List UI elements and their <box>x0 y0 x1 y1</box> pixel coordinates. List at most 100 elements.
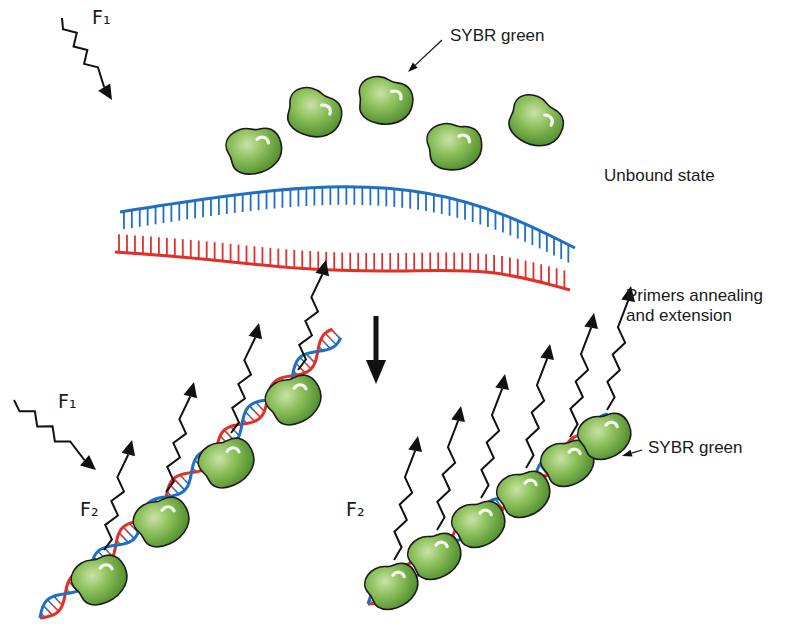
symbol-label: F₁ <box>92 6 111 29</box>
base-tick <box>493 255 495 273</box>
base-tick <box>461 253 463 271</box>
base-tick <box>242 194 244 212</box>
base-tick <box>377 188 379 206</box>
base-tick <box>429 253 431 271</box>
base-tick <box>147 208 149 226</box>
base-tick <box>485 254 487 272</box>
arrow-head <box>622 450 633 457</box>
base-tick <box>290 189 292 207</box>
base-tick <box>277 249 279 267</box>
base-tick <box>118 234 120 252</box>
base-tick <box>333 252 335 270</box>
base-tick <box>361 187 363 205</box>
base-tick <box>305 188 307 206</box>
process-arrow <box>374 316 379 362</box>
base-tick <box>393 189 395 207</box>
base-tick <box>163 205 165 223</box>
base-tick <box>321 187 323 205</box>
arrow-head <box>122 440 136 456</box>
sybr-molecule <box>127 486 198 556</box>
base-tick <box>282 190 284 208</box>
base-tick <box>525 261 527 279</box>
arrow-head <box>316 260 330 276</box>
base-tick <box>182 239 184 257</box>
base-tick <box>441 196 443 214</box>
base-tick <box>456 200 458 218</box>
light-ray <box>394 451 415 560</box>
base-tick <box>158 237 160 255</box>
arrow-head <box>184 382 198 398</box>
dna-strand <box>115 252 570 290</box>
base-tick <box>222 243 224 261</box>
base-tick <box>502 215 504 233</box>
base-tick <box>274 191 276 209</box>
leader-line <box>415 40 442 65</box>
sybr-molecule <box>359 77 412 125</box>
base-tick <box>301 250 303 268</box>
base-tick <box>214 242 216 260</box>
base-tick <box>381 253 383 271</box>
base-tick <box>417 192 419 210</box>
base-tick <box>509 257 511 275</box>
base-tick <box>218 197 220 215</box>
base-tick <box>317 251 319 269</box>
arrow-head <box>249 323 263 339</box>
base-tick <box>250 193 252 211</box>
arrow-head <box>366 360 386 384</box>
symbol-label: F₂ <box>80 498 99 521</box>
base-tick <box>479 206 481 224</box>
sybr-molecule <box>572 402 639 467</box>
sybr-molecule <box>259 364 330 434</box>
base-tick <box>266 191 268 209</box>
base-tick <box>464 202 466 220</box>
base-tick <box>131 210 133 228</box>
base-tick <box>190 240 192 258</box>
base-tick <box>445 252 447 270</box>
base-tick <box>517 259 519 277</box>
base-tick <box>126 235 128 253</box>
base-tick <box>210 198 212 216</box>
base-tick <box>150 237 152 255</box>
base-tick <box>477 253 479 271</box>
base-tick <box>425 193 427 211</box>
base-tick <box>385 188 387 206</box>
base-tick <box>341 252 343 270</box>
base-tick <box>198 241 200 259</box>
base-tick <box>357 253 359 271</box>
arrow-head <box>80 455 96 470</box>
base-tick <box>560 241 562 259</box>
sybr-molecule <box>504 90 570 153</box>
base-tick <box>238 245 240 263</box>
base-tick <box>437 252 439 270</box>
arrow-head <box>408 436 422 452</box>
base-tick <box>349 253 351 271</box>
base-tick <box>258 192 260 210</box>
light-ray <box>166 397 190 492</box>
base-tick <box>472 204 474 222</box>
base-tick <box>546 234 548 252</box>
base-tick <box>234 195 236 213</box>
base-tick <box>553 237 555 255</box>
base-tick <box>369 187 371 205</box>
base-tick <box>539 230 541 248</box>
light-ray <box>481 389 502 498</box>
base-tick <box>449 198 451 216</box>
base-tick <box>178 203 180 221</box>
base-tick <box>501 256 503 274</box>
leader-line <box>632 450 642 453</box>
arrow-head <box>584 313 598 329</box>
light-ray <box>62 18 104 87</box>
base-tick <box>533 262 535 280</box>
base-tick <box>531 227 533 245</box>
base-tick <box>254 246 256 264</box>
sybr-molecule <box>65 544 136 614</box>
base-tick <box>166 238 168 256</box>
dna-strand <box>40 338 341 618</box>
base-tick <box>405 253 407 271</box>
base-tick <box>453 252 455 270</box>
sybr-molecule <box>192 427 263 497</box>
light-ray <box>526 359 547 468</box>
base-tick <box>337 187 339 205</box>
base-tick <box>174 238 176 256</box>
